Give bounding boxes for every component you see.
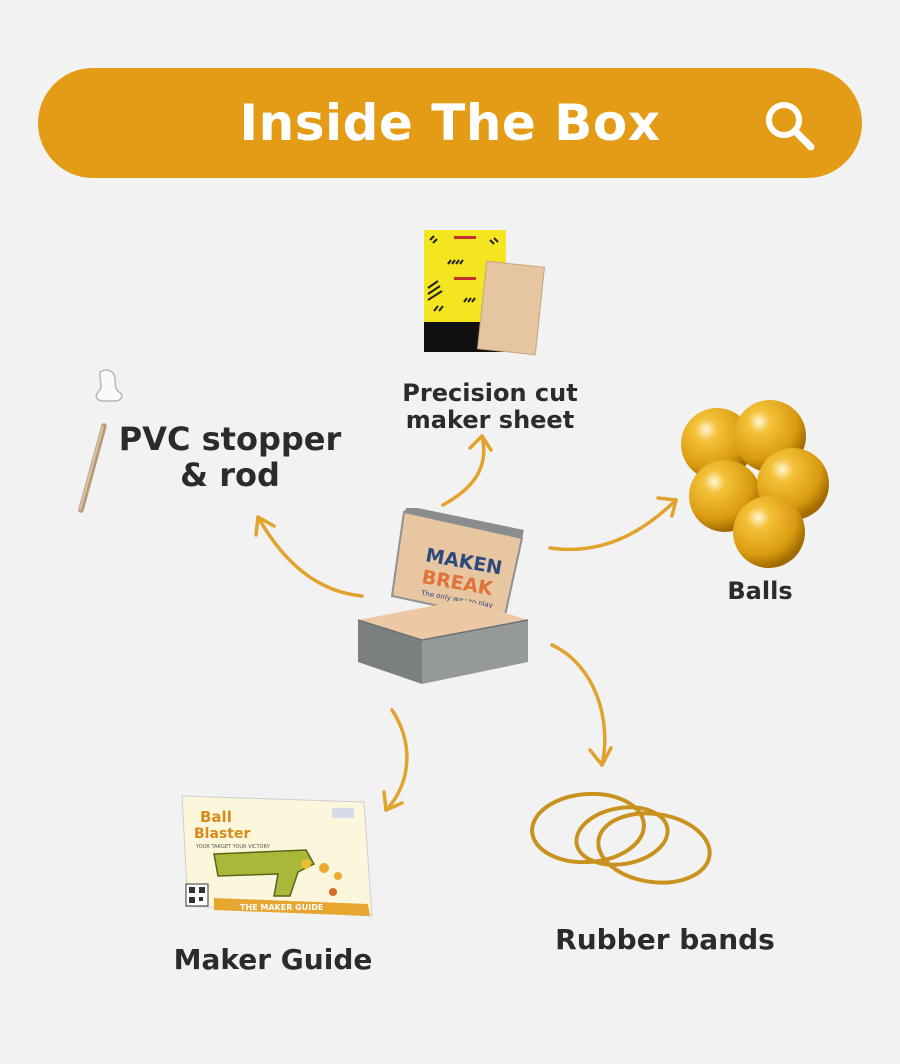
guide-cover-subtitle: YOUR TARGET YOUR VICTORY: [195, 844, 271, 850]
page-title: Inside The Box: [239, 94, 661, 152]
guide-cover-title-2: Blaster: [194, 826, 250, 842]
rubber-bands-label: Rubber bands: [555, 923, 775, 956]
guide-cover-footer: THE MAKER GUIDE: [240, 903, 323, 912]
guide-cover-title-1: Ball: [200, 808, 232, 826]
balls-label: Balls: [727, 577, 793, 605]
arrow-to-pvc: [256, 515, 364, 598]
makenbreak-box-illustration: MAKEN BREAK The only way to play: [357, 508, 529, 684]
arrow-to-rubber-bands: [550, 643, 607, 767]
arrow-to-maker-sheet: [441, 434, 486, 507]
arrow-to-balls: [548, 498, 678, 552]
header-bar: Inside The Box: [38, 68, 862, 178]
maker-sheet-label: Precision cut maker sheet: [402, 379, 578, 434]
search-icon[interactable]: [760, 96, 818, 154]
balls-illustration: [681, 400, 829, 568]
maker-guide-illustration: Ball Blaster YOUR TARGET YOUR VICTORY TH…: [181, 795, 373, 917]
arrow-to-maker-guide: [384, 708, 409, 812]
maker-sheet-illustration: [424, 230, 545, 356]
maker-guide-label: Maker Guide: [173, 943, 373, 976]
pvc-label: PVC stopper & rod: [118, 420, 342, 494]
rubber-bands-illustration: [530, 791, 712, 885]
pvc-stopper-rod-illustration: [78, 369, 123, 513]
